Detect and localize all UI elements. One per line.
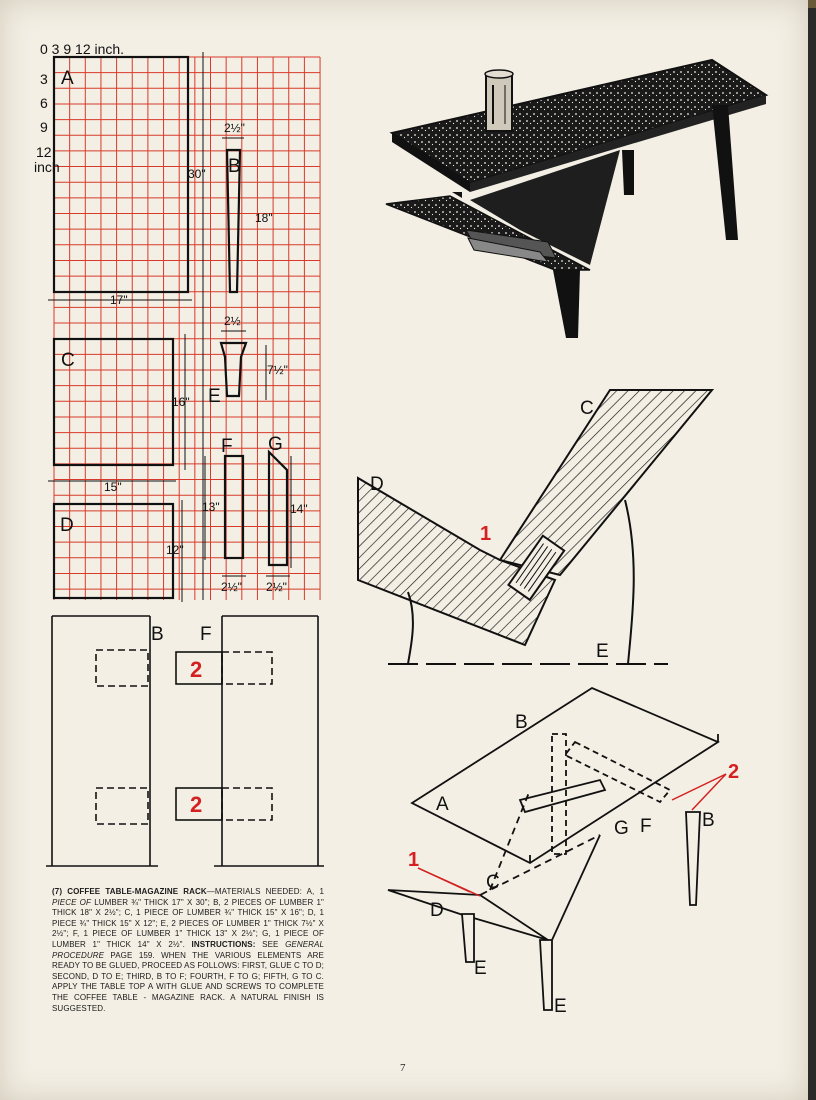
scale-row-6: 6 [40,95,48,111]
dim-g-height: 14" [290,502,308,516]
instructions-caption: (7) COFFEE TABLE-MAGAZINE RACK—MATERIALS… [52,887,324,1014]
cde-joint-detail [357,389,715,665]
caption-instructions-label: INSTRUCTIONS: [191,939,256,949]
label-b: B [228,156,241,177]
assembly-label-d: D [430,900,444,921]
piece-f-outline [223,454,245,560]
piece-d-outline [52,502,175,600]
label-g: G [268,434,283,455]
assembly-label-c: C [486,872,500,893]
callout-2-upper: 2 [190,657,202,682]
dim-f-height: 13" [202,500,220,514]
callout-1-detail: 1 [480,523,491,545]
piece-g-outline [267,449,289,567]
piece-b-outline [225,148,242,294]
caption-instructions: PAGE 159. WHEN THE VARIOUS ELEMENTS ARE … [52,950,324,1013]
caption-materials: LUMBER ¾" THICK 17" x 30"; B, 2 PIECES O… [52,897,324,949]
exploded-assembly [387,686,720,1011]
dim-b-width: 2½" [224,121,245,135]
page-number: 7 [400,1062,406,1074]
table-illustration [385,58,769,338]
detail-label-e: E [596,641,609,662]
dim-g-width: 2½" [266,580,287,594]
callout-1-assembly: 1 [408,849,419,871]
assembly-label-e-left: E [474,958,487,979]
dim-e-width: 2½ [224,314,241,328]
scale-row-3: 3 [40,71,48,87]
dim-c-width: 15" [104,480,122,494]
dim-a-height: 30" [188,167,206,181]
dim-c-height: 16" [172,395,190,409]
caption-instructions-see: SEE [262,939,279,949]
scale-header: 0 3 9 12 inch. [40,41,124,57]
caption-materials-italic: PIECE OF [52,897,91,907]
label-f: F [221,436,233,457]
caption-instructions-italic: GENERAL PROCEDURE [52,939,325,960]
joint-detail-bf [46,615,324,867]
piece-a-outline [52,55,190,294]
detail-label-c: C [580,398,594,419]
joint-label-f: F [200,624,212,645]
piece-e-outline [219,341,248,398]
piece-c-outline [52,337,175,467]
label-d: D [60,515,74,536]
callout-2-lower: 2 [190,792,202,817]
assembly-label-a: A [436,794,449,815]
label-a: A [61,68,74,89]
assembly-label-e-right: E [554,996,567,1017]
assembly-label-b-top: B [515,712,528,733]
assembly-label-b-right: B [702,810,715,831]
assembly-label-f: F [640,816,652,837]
caption-title: COFFEE TABLE-MAGAZINE RACK [67,887,207,896]
callout-2-assembly: 2 [728,761,739,783]
label-c: C [61,350,75,371]
dim-b-height: 18" [255,211,273,225]
dim-a-width: 17" [110,293,128,307]
scale-row-9: 9 [40,119,48,135]
dim-f-width: 2½" [221,580,242,594]
callout-leader-lines [417,773,727,897]
label-e: E [208,386,221,407]
scale-row-12: 12 [36,144,52,160]
dim-d-height: 12" [166,543,184,557]
caption-materials-intro: —MATERIALS NEEDED: A, 1 [206,887,324,896]
detail-label-d: D [370,474,384,495]
dim-e-height: 7½" [267,363,288,377]
caption-number: (7) [52,887,63,896]
assembly-label-g: G [614,818,629,839]
scale-row-inch: inch [34,159,60,175]
joint-label-b: B [151,624,164,645]
dimension-lines [48,52,292,602]
